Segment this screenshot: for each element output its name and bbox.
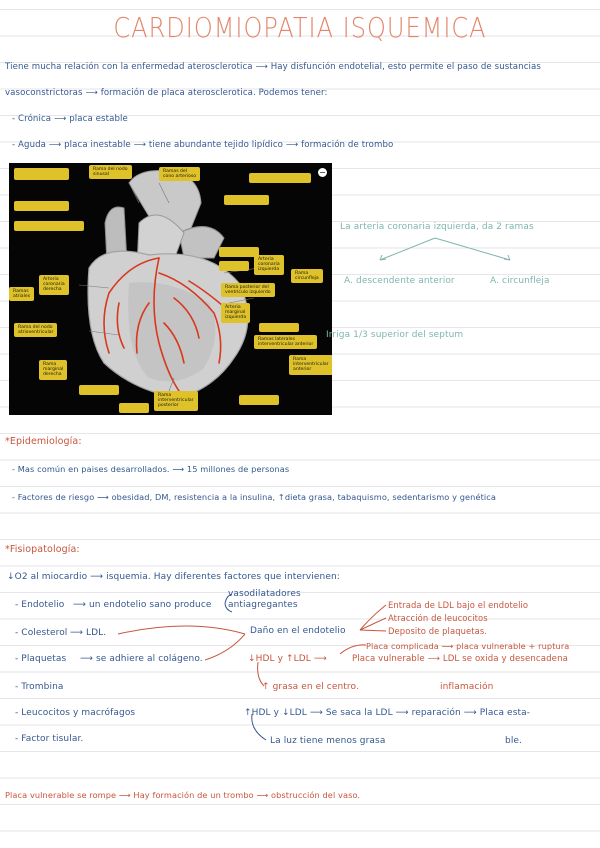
side-note-arrows bbox=[379, 237, 511, 261]
footer-line: Placa vulnerable se rompe ⟶ Hay formació… bbox=[5, 790, 361, 800]
label-blank bbox=[14, 201, 69, 211]
deposito-plaquetas: Deposito de plaquetas. bbox=[388, 626, 488, 636]
epidemiologia-line-2: - Factores de riesgo ⟶ obesidad, DM, res… bbox=[12, 492, 496, 502]
label-blank bbox=[259, 323, 299, 332]
figure-menu-button[interactable]: − bbox=[318, 168, 327, 177]
side-note-circunfleja: A. circunfleja bbox=[490, 276, 550, 286]
label-blank bbox=[14, 221, 84, 231]
entrada-ldl: Entrada de LDL bajo el endotelio bbox=[388, 600, 529, 610]
label-blank bbox=[249, 173, 311, 183]
ble-continuation: ble. bbox=[505, 736, 523, 746]
hdl-ldl-2: ↑HDL y ↓LDL ⟶ Se saca la LDL ⟶ reparació… bbox=[244, 708, 531, 718]
epidemiologia-heading: *Epidemiología: bbox=[5, 436, 82, 447]
side-note-arteria: La arteria coronaria izquierda, da 2 ram… bbox=[340, 222, 534, 232]
vasodilatadores: vasodilatadores bbox=[228, 589, 301, 599]
intro-line-2: vasoconstrictoras ⟶ formación de placa a… bbox=[5, 88, 328, 98]
endotelio-sano: ⟶ un endotelio sano produce bbox=[73, 600, 212, 610]
factor-item: - Leucocitos y macrófagos bbox=[15, 708, 136, 718]
cronica-line: - Crónica ⟶ placa estable bbox=[12, 114, 128, 124]
hdl-ldl-1: ↓HDL y ↑LDL ⟶ bbox=[248, 654, 327, 664]
factor-item: - Endotelio bbox=[15, 600, 65, 610]
label-blank bbox=[119, 403, 149, 413]
grasa-centro: ↑ grasa en el centro. bbox=[262, 682, 359, 692]
side-note-desc-anterior: A. descendente anterior bbox=[344, 276, 455, 286]
factor-item: - Trombina bbox=[15, 682, 64, 692]
heart-illustration bbox=[78, 170, 260, 399]
luz-menos-grasa: La luz tiene menos grasa bbox=[270, 736, 386, 746]
atraccion-leucocitos: Atracción de leucocitos bbox=[388, 613, 488, 623]
label-blank bbox=[79, 385, 119, 395]
label-blank bbox=[219, 261, 249, 271]
label-blank bbox=[219, 247, 259, 257]
side-note-irriga: Irriga 1/3 superior del septum bbox=[326, 330, 464, 340]
factor-item: - Factor tisular. bbox=[15, 734, 84, 744]
ldl-arrow: ⟶ LDL. bbox=[70, 628, 107, 638]
antiagregantes: antiagregantes bbox=[228, 600, 298, 610]
aguda-line: - Aguda ⟶ placa inestable ⟶ tiene abunda… bbox=[12, 140, 394, 150]
label-blank bbox=[239, 395, 279, 405]
o2-line: ↓O2 al miocardio ⟶ isquemia. Hay diferen… bbox=[7, 572, 340, 582]
placa-complicada: Placa complicada ⟶ placa vulnerable + ru… bbox=[366, 641, 570, 651]
connector-lines bbox=[117, 593, 387, 741]
dano-endotelio: Daño en el endotelio bbox=[250, 626, 346, 636]
fisiopatologia-heading: *Fisiopatología: bbox=[5, 544, 80, 555]
factor-item: - Plaquetas bbox=[15, 654, 67, 664]
factor-item: - Colesterol bbox=[15, 628, 68, 638]
label-blank bbox=[224, 195, 269, 205]
placa-vulnerable: Placa vulnerable ⟶ LDL se oxida y desenc… bbox=[352, 654, 568, 664]
inflamacion: inflamación bbox=[440, 682, 494, 692]
page-title: CARDIOMIOPATIA ISQUEMICA bbox=[113, 11, 487, 45]
plaquetas-colageno: ⟶ se adhiere al colágeno. bbox=[80, 654, 203, 664]
label-blank bbox=[14, 168, 69, 180]
intro-line-1: Tiene mucha relación con la enfermedad a… bbox=[5, 62, 541, 72]
epidemiologia-line-1: - Mas común en paises desarrollados. ⟶ 1… bbox=[12, 464, 290, 474]
